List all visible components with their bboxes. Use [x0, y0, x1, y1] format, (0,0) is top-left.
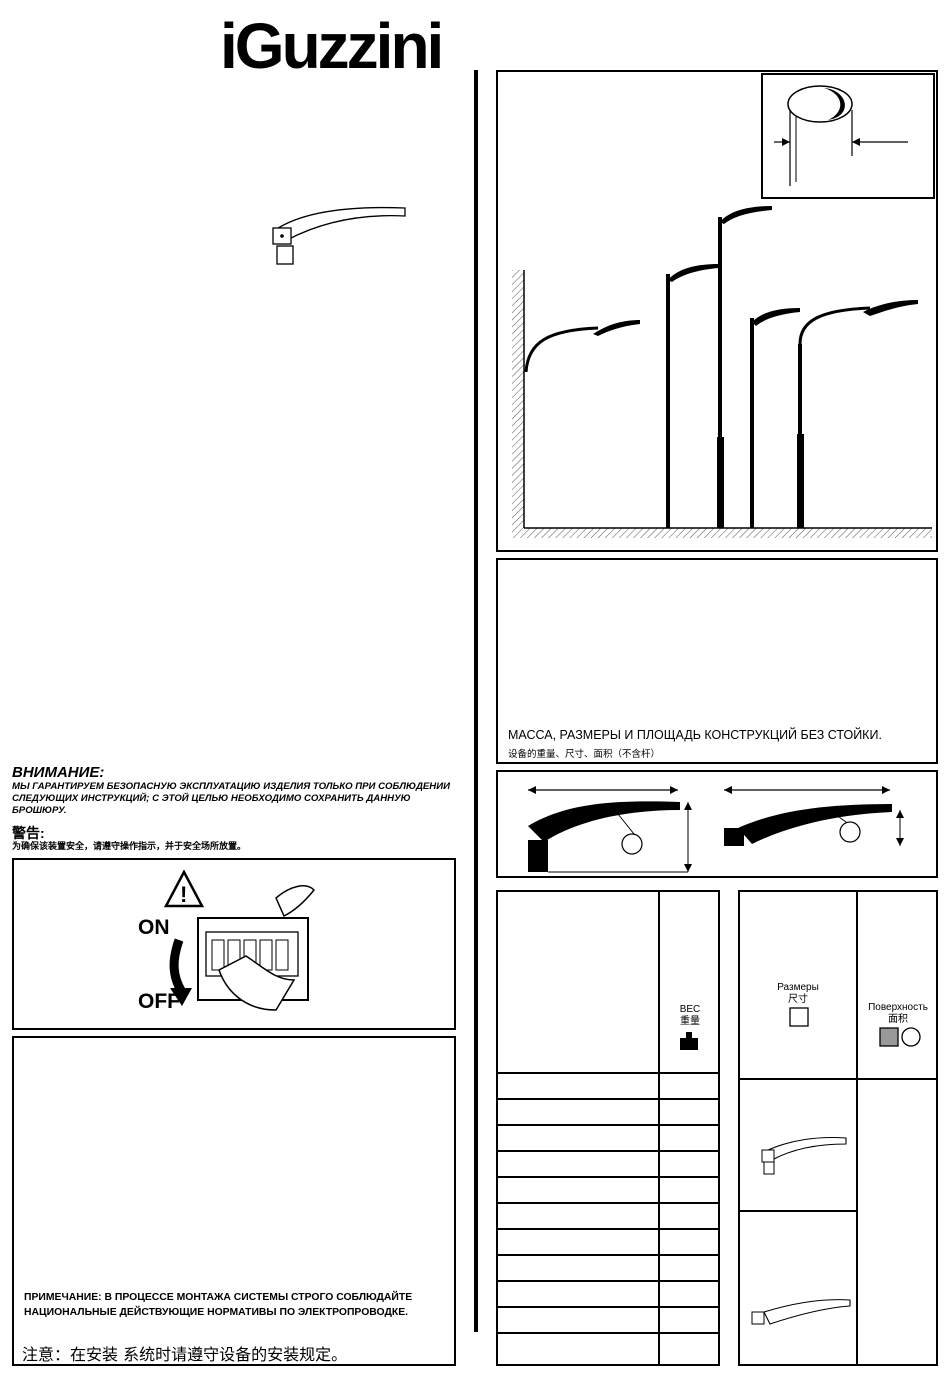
svg-text:!: !	[180, 882, 187, 907]
power-off-illustration: !	[163, 869, 316, 1011]
surface-header-cn: 面积	[888, 1014, 908, 1025]
surface-icon	[879, 1027, 921, 1047]
note-cn: 注意：在安装 系统时请遵守设备的安装规定。	[22, 1345, 348, 1364]
dimension-diagrams	[528, 786, 904, 873]
luminaire-small-sketch-2	[751, 1299, 851, 1325]
warning-text: МЫ ГАРАНТИРУЕМ БЕЗОПАСНУЮ ЭКСПЛУАТАЦИЮ И…	[12, 781, 451, 816]
weight-icon	[680, 1032, 698, 1050]
luminaire-sketch	[272, 206, 406, 265]
dimensions-icon	[789, 1007, 809, 1027]
table-row	[498, 1098, 718, 1100]
mass-caption-panel	[496, 558, 938, 764]
column-divider	[474, 70, 478, 1332]
warning-cn-title: 警告:	[12, 825, 45, 841]
surface-header-ru: Поверхность	[868, 1002, 928, 1013]
weight-table: ВЕС 重量	[496, 890, 720, 1366]
dimension-diagram-panel	[496, 770, 938, 878]
pole-mounting-diagram	[512, 73, 935, 538]
dimensions-table: Размеры 尺寸 Поверхность 面积	[738, 890, 938, 1366]
table-row	[498, 1332, 718, 1334]
table-row	[498, 1254, 718, 1256]
warning-cn-text: 为确保该装置安全，请遵守操作指示，并于安全场所放置。	[12, 841, 247, 851]
warning-triangle-icon	[163, 869, 205, 908]
table-row	[498, 1280, 718, 1282]
table-row	[498, 1228, 718, 1230]
off-label: OFF	[138, 990, 180, 1013]
mass-caption-cn: 设备的重量、尺寸、面积（不含杆）	[508, 749, 661, 760]
note-panel	[12, 1036, 456, 1366]
table-row	[498, 1072, 718, 1074]
table-row	[498, 1176, 718, 1178]
weight-header-cn: 重量	[680, 1016, 700, 1027]
table-row	[498, 1306, 718, 1308]
table-row	[498, 1124, 718, 1126]
weight-header-ru: ВЕС	[679, 1004, 701, 1015]
brand-logo: iGuzzini	[220, 10, 444, 82]
note-ru: ПРИМЕЧАНИЕ: В ПРОЦЕССЕ МОНТАЖА СИСТЕМЫ С…	[24, 1292, 413, 1318]
installation-diagram	[496, 70, 938, 552]
on-label: ON	[138, 916, 170, 939]
luminaire-small-sketch-1	[761, 1136, 847, 1175]
dimensions-header-ru: Размеры	[777, 982, 819, 993]
dimensions-header-cn: 尺寸	[788, 994, 808, 1005]
mass-caption-ru: МАССА, РАЗМЕРЫ И ПЛОЩАДЬ КОНСТРУКЦИЙ БЕЗ…	[508, 728, 882, 742]
power-off-panel: ! ON OFF	[12, 858, 456, 1030]
table-row	[498, 1202, 718, 1204]
table-row	[498, 1150, 718, 1152]
warning-title: ВНИМАНИЕ:	[12, 764, 105, 781]
